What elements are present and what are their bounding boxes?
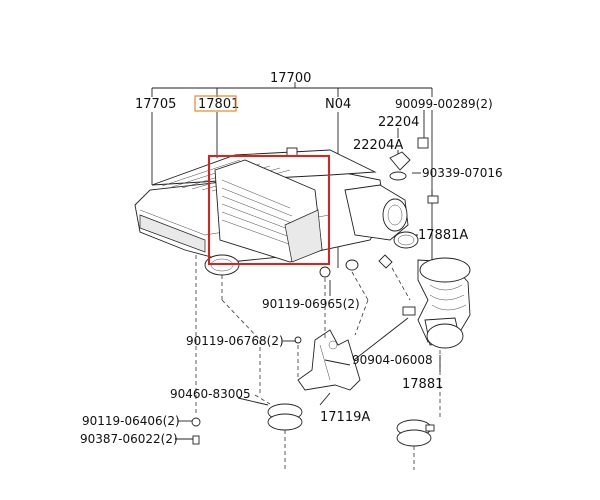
element-highlight-frame — [208, 155, 330, 265]
case-bolts — [191, 254, 393, 445]
label-case: 17705 — [135, 97, 176, 112]
filter-element — [214, 147, 323, 263]
bracket — [297, 329, 361, 391]
label-hose: 17881 — [402, 377, 443, 392]
sensor-parts — [389, 137, 439, 204]
label-bracket: 17119A — [320, 410, 370, 425]
label-bolt-bottom-1: 90119-06406(2) — [82, 414, 180, 428]
element-label-box — [194, 95, 237, 112]
label-assembly: 17700 — [270, 71, 311, 86]
lower-leaders — [175, 280, 441, 440]
label-clamp-outlet: 17881A — [418, 228, 468, 243]
label-sensor-assy: 22204 — [378, 115, 419, 130]
label-clip: 90339-07016 — [422, 166, 503, 180]
label-sensor: 22204A — [353, 138, 403, 153]
label-bolt-hose: 90904-06008 — [352, 353, 433, 367]
part-labels: 17700 17705 17801 N04 90099-00289(2) 222… — [80, 71, 503, 446]
label-element: 17801 — [198, 97, 239, 112]
label-bolt-bottom-2: 90387-06022(2) — [80, 432, 178, 446]
label-bolt-top-right: 90099-00289(2) — [395, 97, 493, 111]
outlet-hose — [393, 231, 471, 349]
label-bracket-bolt: 90460-83005 — [170, 387, 251, 401]
clamps — [267, 403, 435, 447]
label-bolt-mid: 90119-06965(2) — [262, 297, 360, 311]
dashed-guides — [195, 255, 441, 470]
label-bolt-left: 90119-06768(2) — [186, 334, 284, 348]
label-n04: N04 — [325, 97, 351, 112]
